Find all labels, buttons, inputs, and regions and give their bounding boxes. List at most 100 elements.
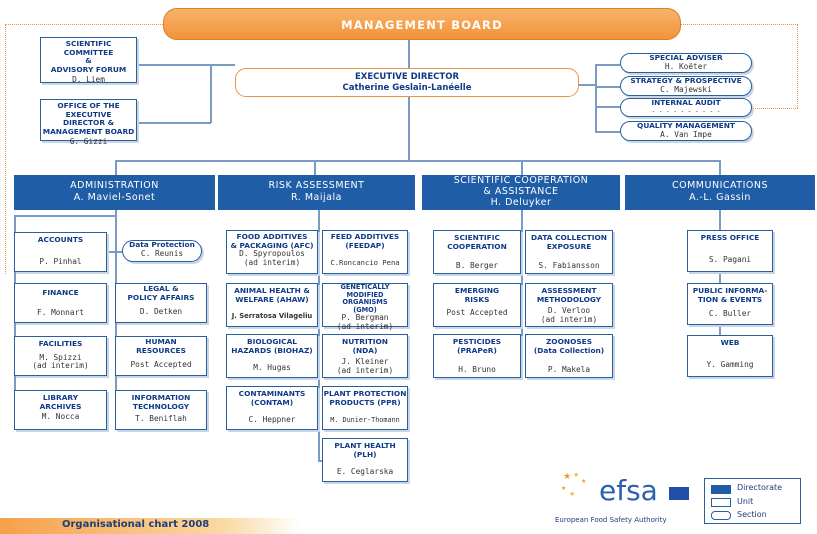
unit-person: T. Beniflah — [135, 414, 187, 424]
quality-management-box: QUALITY MANAGEMENT A. Van Impe — [620, 121, 752, 141]
executive-director-title: EXECUTIVE DIRECTOR — [355, 72, 459, 82]
legend-unit-label: Unit — [737, 497, 754, 506]
dotted-connector — [752, 108, 798, 110]
unit-biohaz: BIOLOGICAL HAZARDS (BIOHAZ) M. Hugas — [226, 334, 318, 378]
directorate-title: RISK ASSESSMENT — [268, 180, 365, 191]
unit-title-2: HAZARDS (BIOHAZ) — [231, 345, 313, 355]
office-exec-line1: OFFICE OF THE EXECUTIVE — [57, 101, 120, 119]
svg-text:★: ★ — [581, 478, 586, 485]
unit-title: NUTRITION — [342, 337, 388, 346]
legend: Directorate Unit Section — [704, 478, 801, 524]
unit-human-resources: HUMAN RESOURCES Post Accepted — [115, 336, 207, 376]
unit-person-2: (ad interim) — [540, 314, 598, 324]
unit-title: FEED ADDITIVES — [330, 232, 400, 241]
legend-directorate-swatch — [711, 485, 731, 494]
strategy-person: C. Majewski — [660, 84, 712, 94]
internal-audit-person: - - - - - - - - - - — [651, 107, 721, 115]
efsa-stars-icon: ★ ★ ★ ★ ★ — [561, 471, 586, 498]
connector — [137, 64, 235, 66]
unit-title: ASSESSMENT — [541, 286, 597, 295]
office-exec-person: G. Gizzi — [69, 137, 108, 147]
directorate-person: R. Maijala — [291, 192, 342, 203]
unit-title: WEB — [720, 338, 740, 347]
unit-title-2: TION & EVENTS — [697, 294, 763, 304]
unit-legal-policy: LEGAL & POLICY AFFAIRS D. Detken — [115, 283, 207, 323]
unit-person: Y. Gamming — [706, 359, 754, 369]
unit-person: Post Accepted — [446, 308, 508, 318]
unit-ahaw: ANIMAL HEALTH & WELFARE (AHAW) J. Serrat… — [226, 283, 318, 327]
unit-title-2: & PACKAGING (AFC) — [230, 240, 314, 250]
unit-nda: NUTRITION (NDA) J. Kleiner (ad interim) — [322, 334, 408, 378]
unit-person: M. Nocca — [41, 412, 80, 422]
svg-text:★: ★ — [561, 485, 566, 492]
connector — [595, 64, 597, 132]
unit-title: ZOONOSES — [545, 337, 593, 346]
efsa-logo: ★ ★ ★ ★ ★ efsa European Food Safety Auth… — [555, 468, 695, 530]
connector — [579, 84, 595, 86]
sci-committee-line1: SCIENTIFIC COMMITTEE — [63, 39, 114, 57]
unit-title: BIOLOGICAL — [246, 337, 298, 346]
unit-person-2: (ad interim) — [243, 257, 301, 267]
unit-plant-health: PLANT HEALTH (PLH) E. Ceglarska — [322, 438, 408, 482]
unit-person: J. Serratosa Vilageliu — [231, 312, 313, 321]
unit-title-3: (GMO) — [353, 305, 377, 314]
unit-title: GENETICALLY — [340, 283, 390, 291]
unit-title: PRESS OFFICE — [700, 233, 760, 242]
unit-person: M. Dunier-Thomann — [330, 416, 400, 425]
section-title: Data Protection — [129, 240, 195, 249]
unit-title: INFORMATION — [131, 393, 191, 402]
unit-emerging-risks: EMERGING RISKS Post Accepted — [433, 283, 521, 327]
unit-title-2: PRODUCTS (PPR) — [329, 397, 401, 407]
legend-directorate-label: Directorate — [737, 483, 783, 492]
connector — [115, 160, 117, 175]
unit-person: S. Fabiansson — [538, 261, 600, 271]
connector — [595, 86, 620, 88]
unit-person: D. Spyropoulos — [239, 249, 305, 259]
directorate-administration: ADMINISTRATION A. Maviel-Sonet — [14, 175, 215, 210]
unit-title: PLANT PROTECTION — [323, 389, 407, 398]
directorate-title-2: & ASSISTANCE — [483, 186, 559, 197]
eu-flag-icon — [669, 487, 689, 500]
office-exec-line3: MANAGEMENT BOARD — [42, 126, 135, 136]
connector — [314, 160, 316, 175]
unit-title: LEGAL & — [143, 284, 179, 293]
unit-title-2: COOPERATION — [447, 241, 507, 251]
unit-title: PESTICIDES — [452, 337, 502, 346]
efsa-wordmark: efsa — [599, 474, 658, 507]
directorate-risk-assessment: RISK ASSESSMENT R. Maijala — [218, 175, 415, 210]
quality-title: QUALITY MANAGEMENT — [637, 121, 735, 130]
unit-gmo: GENETICALLY MODIFIED ORGANISMS (GMO) P. … — [322, 283, 408, 331]
unit-title-2: (PRAPeR) — [457, 345, 497, 355]
unit-press-office: PRESS OFFICE S. Pagani — [687, 230, 773, 272]
special-adviser-title: SPECIAL ADVISER — [649, 53, 723, 62]
unit-person: H. Bruno — [458, 365, 496, 375]
unit-title-2: EXPOSURE — [546, 241, 592, 251]
unit-person-2: (ad interim) — [32, 361, 89, 371]
connector — [595, 106, 620, 108]
unit-title: ACCOUNTS — [37, 235, 84, 244]
unit-title-2: POLICY AFFAIRS — [127, 292, 195, 302]
unit-person: C.Roncancio Pena — [330, 258, 400, 268]
unit-title-2: ARCHIVES — [39, 401, 82, 411]
unit-person: C. Buller — [708, 309, 752, 319]
directorate-scientific-cooperation: SCIENTIFIC COOPERATION & ASSISTANCE H. D… — [422, 175, 620, 210]
directorate-communications: COMMUNICATIONS A.-L. Gassin — [625, 175, 815, 210]
unit-ppr: PLANT PROTECTION PRODUCTS (PPR) M. Dunie… — [322, 386, 408, 430]
unit-title-2: RISKS — [464, 294, 490, 304]
dotted-connector — [681, 24, 798, 26]
unit-person: M. Hugas — [253, 363, 291, 373]
unit-person: F. Monnart — [37, 307, 84, 317]
unit-person: Post Accepted — [130, 360, 192, 370]
unit-person: B. Berger — [455, 261, 499, 271]
unit-title: PUBLIC INFORMA- — [692, 286, 768, 295]
unit-person: P. Pinhal — [39, 256, 82, 266]
unit-accounts: ACCOUNTS P. Pinhal — [14, 232, 107, 272]
unit-title-2: (FEEDAP) — [345, 240, 385, 250]
connector — [595, 131, 620, 133]
unit-title-2: WELFARE (AHAW) — [235, 294, 309, 304]
connector — [318, 210, 320, 460]
unit-title: FINANCE — [42, 288, 79, 297]
section-person: C. Reunis — [140, 248, 184, 258]
unit-person: S. Pagani — [708, 254, 752, 264]
directorate-title: ADMINISTRATION — [70, 180, 159, 191]
